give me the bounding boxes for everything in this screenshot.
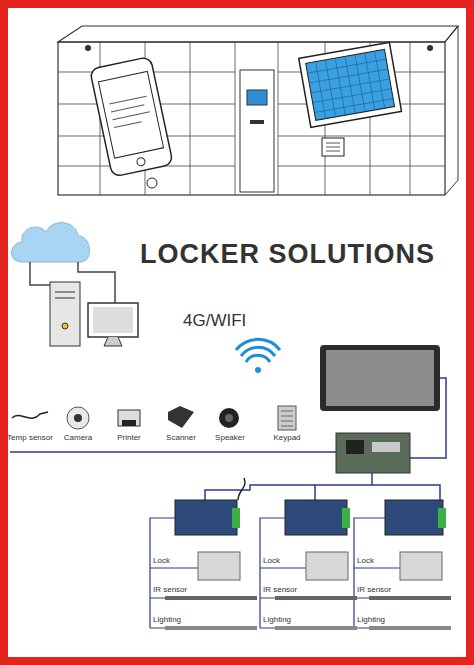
part-label: Lock — [357, 557, 374, 566]
lock-hole — [147, 178, 157, 188]
locker-front — [58, 42, 445, 195]
monitor-frame — [299, 42, 402, 127]
part-label: Lighting — [357, 616, 385, 625]
part-label: Lock — [153, 557, 170, 566]
speaker-icon — [219, 408, 239, 428]
lock-board-terminal — [232, 508, 240, 528]
lock-board-terminal — [342, 508, 350, 528]
part-label: Printer — [117, 434, 141, 443]
part-label: IR sensor — [357, 586, 391, 595]
ir-sensor-bar — [275, 596, 357, 600]
keypad-icon-keys — [281, 411, 293, 426]
pc-bays — [55, 292, 75, 298]
pc-monitor-screen — [93, 307, 133, 333]
monitor — [299, 42, 402, 127]
title: LOCKER SOLUTIONS — [140, 240, 435, 270]
part-label: Lighting — [263, 616, 291, 625]
phone-screen — [98, 71, 163, 158]
phone-lines — [109, 96, 151, 127]
scanner-icon — [168, 406, 194, 428]
phone-button — [136, 157, 145, 166]
part-label: Camera — [64, 434, 92, 443]
keypad-icon — [278, 406, 296, 430]
peripheral-bus — [10, 451, 336, 453]
part-label: IR sensor — [153, 586, 187, 595]
printer-slot — [122, 420, 136, 426]
lighting-strip — [275, 626, 357, 630]
lock-wiring — [150, 518, 198, 628]
pc-button — [62, 323, 68, 329]
wifi-dot — [255, 367, 261, 373]
board-cable — [205, 473, 440, 500]
phone-body — [90, 57, 174, 177]
locker-edge — [445, 26, 458, 42]
speaker-cone — [225, 414, 233, 422]
pc-tower — [50, 282, 80, 346]
part-label: Keypad — [273, 434, 300, 443]
electric-lock — [198, 552, 240, 580]
kiosk — [240, 70, 274, 192]
part-label: Lighting — [153, 616, 181, 625]
wifi-arcs — [236, 339, 280, 362]
ir-sensor-bar — [165, 596, 257, 600]
kiosk-slot — [250, 120, 264, 124]
camera-dot — [85, 45, 91, 51]
part-label: Scanner — [166, 434, 196, 443]
lock-wiring — [260, 518, 306, 628]
locker-top — [58, 26, 458, 42]
part-label: IR sensor — [263, 586, 297, 595]
kiosk-screen — [247, 90, 267, 105]
ir-sensor-bar — [369, 596, 451, 600]
main-board-port — [372, 442, 400, 452]
monitor-screen — [306, 49, 395, 120]
touch-screen — [320, 345, 440, 411]
part-label: Speaker — [215, 434, 245, 443]
temp-sensor-icon — [12, 412, 48, 418]
keypad-keys — [326, 143, 340, 151]
touch-screen-glass — [326, 350, 434, 406]
lock-wiring — [354, 518, 400, 628]
lock-board-terminal — [438, 508, 446, 528]
lock-board — [385, 500, 443, 535]
phone — [90, 57, 174, 177]
monitor-grid — [306, 49, 395, 120]
network-label: 4G/WIFI — [183, 312, 246, 331]
camera-lens — [74, 414, 82, 422]
red-frame — [4, 4, 470, 661]
main-board — [336, 433, 410, 473]
cloud — [12, 223, 90, 262]
lighting-strip — [165, 626, 257, 630]
locker-edge — [445, 180, 458, 195]
lighting-strip — [369, 626, 451, 630]
electric-lock — [400, 552, 442, 580]
keypad-unit — [322, 138, 344, 156]
lock-board — [175, 500, 237, 535]
camera-icon — [67, 407, 89, 429]
locker-edge — [458, 26, 459, 180]
pc-monitor — [88, 303, 138, 337]
camera-dot — [427, 45, 433, 51]
electric-lock — [306, 552, 348, 580]
pc-monitor-stand — [104, 337, 122, 346]
antenna-wire — [238, 478, 245, 500]
main-board-chip — [346, 440, 364, 454]
part-label: Temp sensor — [7, 434, 53, 443]
printer-icon — [118, 410, 140, 426]
part-label: Lock — [263, 557, 280, 566]
lock-board — [285, 500, 347, 535]
screen-cable — [410, 378, 446, 458]
